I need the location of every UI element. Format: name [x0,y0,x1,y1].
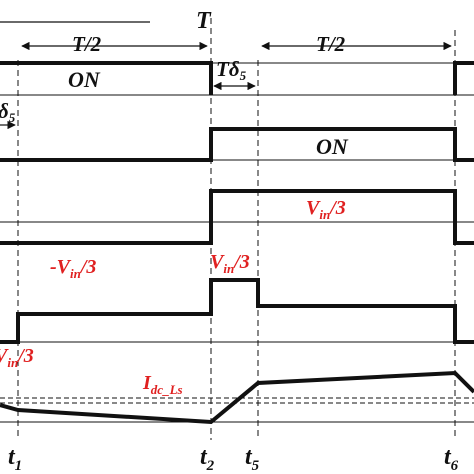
t2-label: t2 [200,444,215,474]
switch-signal-2 [0,127,474,162]
on-label-2: ON [316,134,349,159]
voltage-signal-3 [0,189,474,245]
on-label-1: ON [68,67,101,92]
voltage-signal-4 [0,278,474,344]
delta-left-label: δ5 [0,99,16,125]
half-right-label: T/2 [316,32,346,56]
current-reference [0,397,474,404]
switch-signal-1 [0,61,213,95]
period-label: T [196,8,212,34]
dimension-arrows [0,21,452,130]
half-left-label: T/2 [72,32,102,56]
t1-label: t1 [8,444,22,474]
v-neg-label: -Vin/3 [50,256,96,281]
t6-label: t6 [444,444,459,474]
v-pos-step-label: Vin/3 [210,251,250,276]
delta-top-label: Tδ5 [216,57,247,83]
waveforms [0,61,474,425]
v-pos-main-label: Vin/3 [306,197,346,222]
switch-signal-1-next [453,61,474,95]
idc-label: Idc_Ls [142,372,183,397]
v-left-label: Vin/3 [0,345,34,370]
t5-label: t5 [245,444,260,474]
